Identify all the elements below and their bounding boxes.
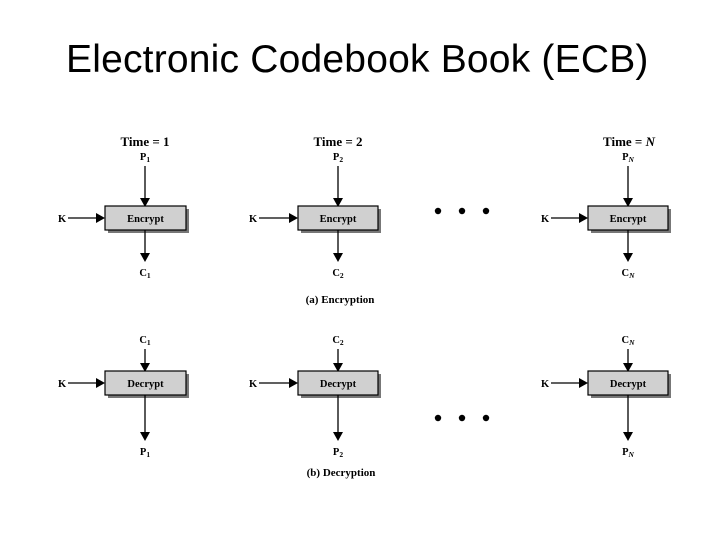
decrypt-label-n: Decrypt: [610, 379, 647, 390]
enc-output-n-sub: N: [628, 271, 635, 280]
ellipsis-dot: [434, 207, 442, 215]
enc-input-n: PN: [622, 152, 634, 164]
time-label-1: Time = 1: [120, 134, 169, 149]
encrypt-label-2: Encrypt: [320, 214, 357, 225]
dec-input-n-base: C: [621, 335, 629, 346]
column-1: Time = 1 P1 K Encrypt C1 C1 K Decrypt P1: [58, 134, 189, 459]
dec-input-1-sub: 1: [147, 338, 151, 347]
time-label-2: Time = 2: [313, 134, 362, 149]
dec-input-1-base: C: [139, 335, 147, 346]
decrypt-box-2: [297, 370, 379, 396]
arrowhead-key-dec-n: [579, 378, 588, 388]
dec-output-n: PN: [622, 447, 634, 459]
key-label-enc-n: K: [541, 214, 550, 225]
dec-output-2: P2: [333, 447, 343, 459]
ellipsis-encryption: [434, 207, 490, 215]
arrowhead-enc-out-n: [623, 253, 633, 262]
enc-input-n-base: P: [622, 152, 629, 163]
enc-input-2-base: P: [333, 152, 340, 163]
arrowhead-dec-in-2: [333, 363, 343, 372]
ellipsis-dot: [482, 414, 490, 422]
arrowhead-enc-in-2: [333, 198, 343, 207]
dec-input-2: C2: [332, 335, 344, 347]
decrypt-label-1: Decrypt: [127, 379, 164, 390]
enc-input-2-sub: 2: [339, 155, 343, 164]
dec-input-n: CN: [621, 335, 635, 347]
enc-input-n-sub: N: [628, 155, 635, 164]
dec-output-1: P1: [140, 447, 150, 459]
enc-output-2-base: C: [332, 268, 340, 279]
enc-output-1-base: C: [139, 268, 147, 279]
time-label-n: Time = N: [603, 134, 656, 149]
time-label-n-italic: N: [645, 134, 656, 149]
enc-output-2-sub: 2: [340, 271, 344, 280]
dec-input-2-base: C: [332, 335, 340, 346]
caption-encryption: (a) Encryption: [306, 294, 375, 306]
arrowhead-enc-out-2: [333, 253, 343, 262]
arrowhead-dec-out-2: [333, 432, 343, 441]
decrypt-label-2: Decrypt: [320, 379, 357, 390]
dec-output-n-sub: N: [628, 450, 635, 459]
enc-output-2: C2: [332, 268, 344, 280]
slide-title: Electronic Codebook Book (ECB): [66, 38, 649, 81]
ellipsis-dot: [458, 207, 466, 215]
enc-input-1-base: P: [140, 152, 147, 163]
decrypt-box-n: [587, 370, 669, 396]
arrowhead-dec-out-1: [140, 432, 150, 441]
dec-output-2-base: P: [333, 447, 340, 458]
key-label-enc-2: K: [249, 214, 258, 225]
enc-input-2: P2: [333, 152, 343, 164]
dec-input-n-sub: N: [628, 338, 635, 347]
arrowhead-dec-in-n: [623, 363, 633, 372]
dec-output-n-base: P: [622, 447, 629, 458]
arrowhead-key-dec-1: [96, 378, 105, 388]
arrowhead-enc-in-1: [140, 198, 150, 207]
arrowhead-key-enc-n: [579, 213, 588, 223]
arrowhead-enc-in-n: [623, 198, 633, 207]
encrypt-label-1: Encrypt: [127, 214, 164, 225]
column-2: Time = 2 P2 K Encrypt C2 C2 K Decrypt P2: [249, 134, 381, 459]
arrowhead-key-enc-1: [96, 213, 105, 223]
arrowhead-key-enc-2: [289, 213, 298, 223]
key-label-dec-2: K: [249, 379, 258, 390]
enc-output-1: C1: [139, 268, 151, 280]
ellipsis-dot: [458, 414, 466, 422]
dec-output-2-sub: 2: [339, 450, 343, 459]
key-label-dec-1: K: [58, 379, 67, 390]
arrowhead-enc-out-1: [140, 253, 150, 262]
encrypt-label-n: Encrypt: [610, 214, 647, 225]
enc-output-1-sub: 1: [147, 271, 151, 280]
ellipsis-dot: [434, 414, 442, 422]
dec-output-1-sub: 1: [146, 450, 150, 459]
dec-input-2-sub: 2: [340, 338, 344, 347]
column-n: Time = N PN K Encrypt CN CN K Decrypt PN: [541, 134, 671, 459]
arrowhead-dec-in-1: [140, 363, 150, 372]
arrowhead-dec-out-n: [623, 432, 633, 441]
time-label-n-text: Time =: [603, 134, 646, 149]
dec-input-1: C1: [139, 335, 151, 347]
encrypt-box-n: [587, 205, 669, 231]
ellipsis-dot: [482, 207, 490, 215]
enc-output-n: CN: [621, 268, 635, 280]
enc-input-1-sub: 1: [146, 155, 150, 164]
ellipsis-decryption: [434, 414, 490, 422]
key-label-dec-n: K: [541, 379, 550, 390]
enc-output-n-base: C: [621, 268, 629, 279]
arrowhead-key-dec-2: [289, 378, 298, 388]
key-label-enc-1: K: [58, 214, 67, 225]
encrypt-box-2: [297, 205, 379, 231]
enc-input-1: P1: [140, 152, 150, 164]
dec-output-1-base: P: [140, 447, 147, 458]
caption-decryption: (b) Decryption: [307, 467, 376, 479]
